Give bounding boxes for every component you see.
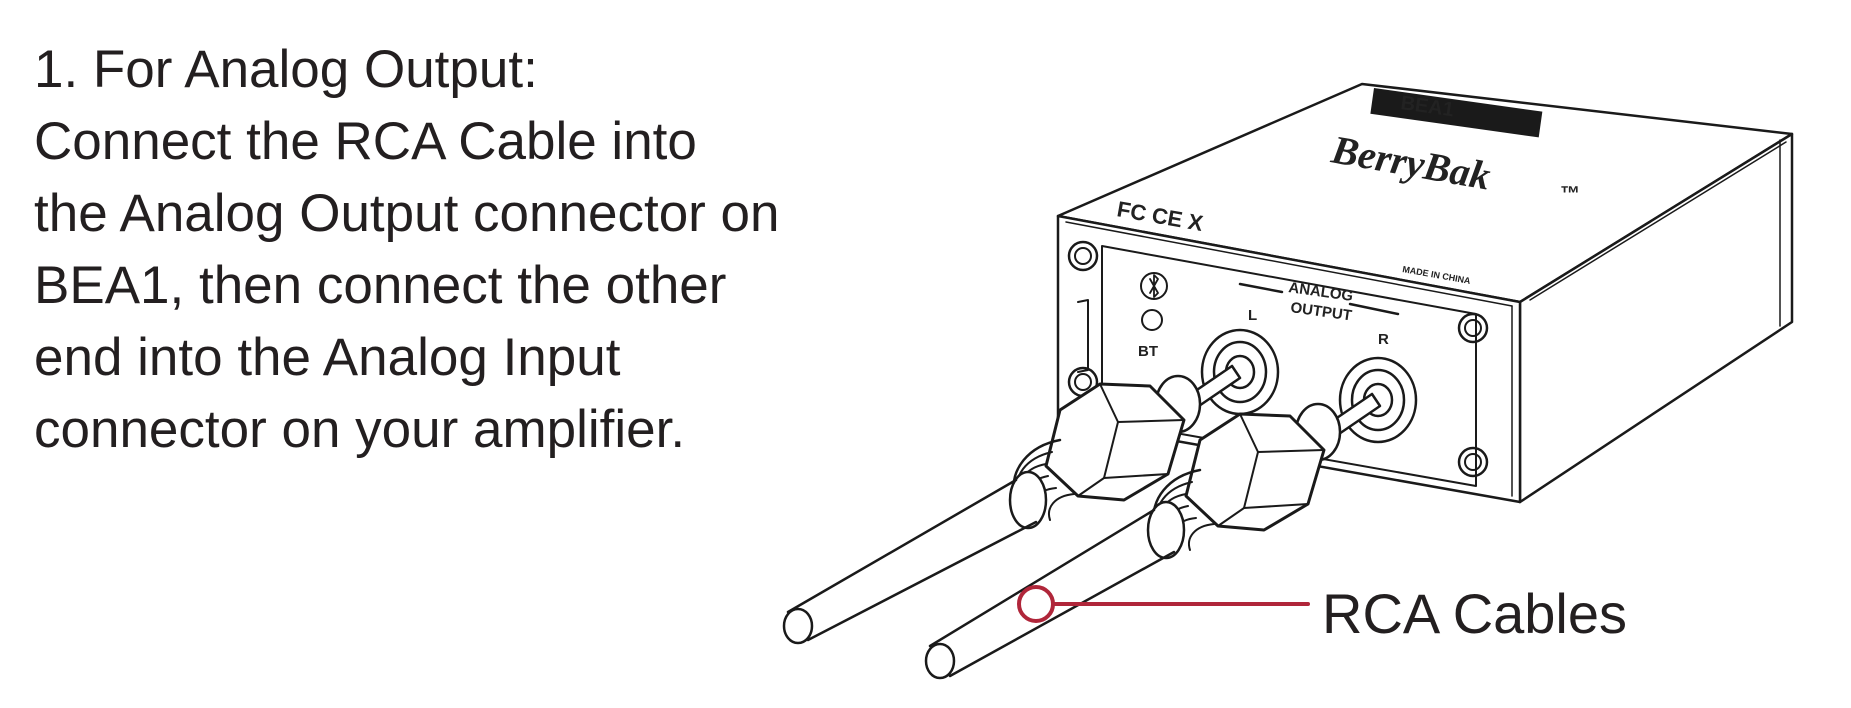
screw-icon — [1457, 312, 1489, 344]
side-top-edge — [1529, 141, 1787, 301]
recessed-panel-notch — [1077, 299, 1089, 373]
instruction-text: 1. For Analog Output: Connect the RCA Ca… — [34, 34, 894, 466]
rca-cables-callout — [1017, 585, 1310, 623]
right-channel-label: R — [1378, 331, 1389, 348]
left-channel-label: L — [1248, 307, 1257, 324]
instruction-line-2: Connect the RCA Cable into — [34, 112, 697, 171]
bluetooth-icon — [1140, 272, 1168, 300]
instruction-line-5: end into the Analog Input — [34, 328, 621, 387]
callout-circle — [1017, 585, 1055, 623]
rca-cable-left — [786, 478, 1038, 642]
screw-icon — [1457, 446, 1489, 478]
bt-led — [1141, 309, 1163, 331]
instruction-line-4: BEA1, then connect the other — [34, 256, 727, 315]
instruction-line-6: connector on your amplifier. — [34, 400, 686, 459]
trademark-symbol: ™ — [1560, 183, 1580, 205]
rca-plug-left — [782, 364, 1242, 645]
screw-icon — [1067, 240, 1099, 272]
bluetooth-indicator: BT — [1138, 272, 1168, 360]
bt-label: BT — [1138, 343, 1158, 360]
rca-cable-right — [928, 508, 1176, 678]
instruction-line-1: 1. For Analog Output: — [34, 40, 538, 99]
rca-jack-right — [1338, 356, 1418, 444]
model-badge-plate — [1370, 88, 1543, 138]
front-top-edge — [1065, 221, 1513, 307]
instruction-line-3: the Analog Output connector on — [34, 184, 780, 243]
rca-plug-right — [924, 392, 1382, 680]
recessed-panel — [1101, 245, 1477, 487]
rca-jack-left — [1200, 328, 1280, 416]
callout-label-rca-cables: RCA Cables — [1322, 582, 1628, 645]
